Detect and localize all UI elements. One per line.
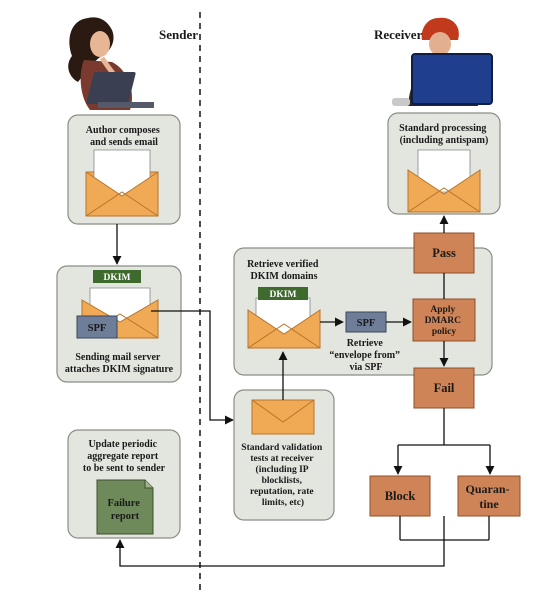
standard-processing-text: Standard processing (including antispam) bbox=[399, 123, 489, 146]
retrieve-verified-text: Retrieve verified DKIM domains bbox=[247, 259, 321, 282]
standard-validation-text: Standard validation tests at receiver (i… bbox=[241, 443, 324, 508]
dkim-tag-receiver bbox=[258, 287, 308, 300]
apply-dmarc-box bbox=[412, 298, 476, 342]
processing-envelope-icon bbox=[407, 149, 481, 213]
arrow-server-to-validation bbox=[151, 310, 234, 425]
sender-label: Sender bbox=[159, 27, 198, 42]
fail-text: Fail bbox=[434, 381, 455, 395]
validation-envelope-icon bbox=[251, 399, 315, 435]
spf-label-sender: SPF bbox=[88, 323, 107, 334]
spf-tag-sender bbox=[76, 315, 118, 339]
block-box bbox=[369, 475, 431, 517]
dkim-tag-sender bbox=[93, 270, 141, 283]
failure-report-icon bbox=[96, 479, 154, 535]
dkim-label-receiver: DKIM bbox=[270, 290, 297, 300]
arrow-to-failure-report bbox=[115, 516, 445, 567]
block-text: Block bbox=[385, 489, 416, 503]
failure-report-text: Failure report bbox=[107, 498, 142, 522]
fail-box bbox=[413, 367, 475, 409]
receiver-label: Receiver bbox=[374, 27, 423, 42]
receiver-envelope-icon bbox=[247, 297, 321, 349]
dkim-label-sender: DKIM bbox=[104, 273, 131, 283]
author-envelope-icon bbox=[85, 149, 159, 217]
quarantine-box bbox=[457, 475, 521, 517]
spf-label-receiver: SPF bbox=[357, 318, 376, 329]
retrieve-envelope-text: Retrieve “envelope from” via SPF bbox=[329, 338, 402, 373]
pass-text: Pass bbox=[432, 246, 456, 260]
sending-server-text: Sending mail server attaches DKIM signat… bbox=[65, 352, 174, 375]
pass-box bbox=[413, 232, 475, 274]
apply-dmarc-text: Apply DMARC policy bbox=[425, 305, 464, 337]
sender-illustration bbox=[68, 17, 154, 110]
quarantine-text: Quaran- tine bbox=[465, 482, 512, 511]
author-compose-text: Author composes and sends email bbox=[86, 125, 162, 148]
update-periodic-text: Update periodic aggregate report to be s… bbox=[83, 439, 166, 474]
receiver-illustration bbox=[392, 17, 493, 106]
